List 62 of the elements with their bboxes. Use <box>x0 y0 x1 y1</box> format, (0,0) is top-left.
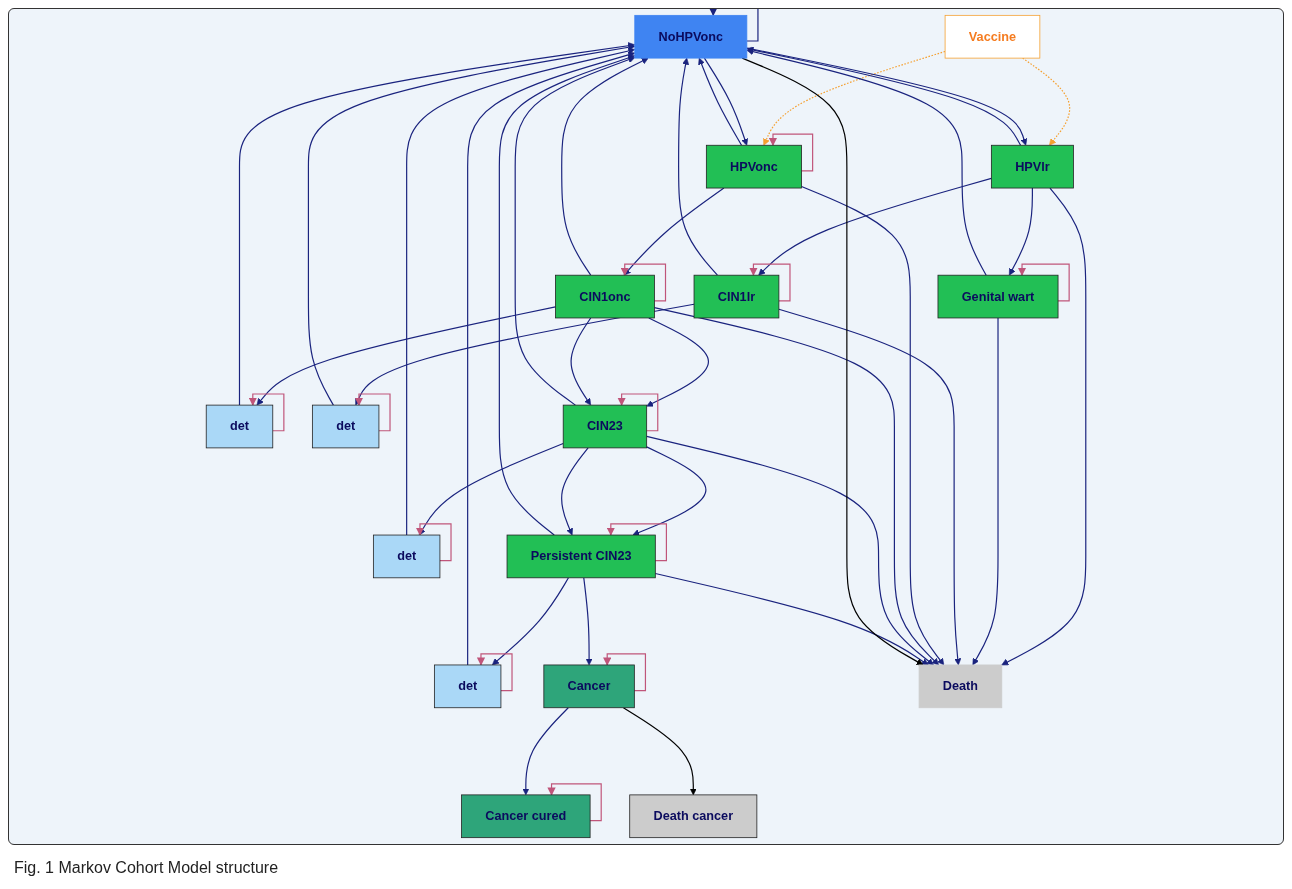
arrow <box>238 42 636 406</box>
arrow <box>746 48 987 276</box>
node-box: Death <box>918 664 1003 709</box>
node-box: NoHPVonc <box>634 14 748 59</box>
self-loop-arrow <box>620 263 667 302</box>
node-box: Genital wart <box>937 274 1059 319</box>
arrow <box>654 572 929 666</box>
node-box: CIN23 <box>562 404 648 449</box>
arrow <box>778 308 962 666</box>
node-box: HPVonc <box>705 144 802 189</box>
arrow <box>467 51 636 666</box>
node-box: HPVlr <box>990 144 1074 189</box>
arrow <box>800 185 945 666</box>
node-box: det <box>205 404 274 449</box>
self-loop-arrow <box>617 393 659 432</box>
arrow <box>646 435 934 666</box>
arrow <box>522 707 569 796</box>
arrow <box>561 447 589 536</box>
self-loop-arrow <box>749 263 791 302</box>
self-loop-arrow <box>603 653 647 692</box>
arrow <box>583 577 593 666</box>
node-box: det <box>312 404 380 449</box>
arrow <box>653 307 939 666</box>
self-loop-arrow <box>709 9 759 42</box>
arrow <box>307 43 636 406</box>
node-box: CIN1onc <box>555 274 655 319</box>
node-box: det <box>434 664 502 709</box>
arrow <box>561 57 649 276</box>
arrow <box>492 577 570 666</box>
arrow <box>406 47 636 536</box>
node-box: Cancer cured <box>461 794 591 839</box>
self-loop-arrow <box>354 393 391 432</box>
self-loop-arrow <box>415 523 452 562</box>
arrow <box>498 54 636 536</box>
arrow <box>763 50 946 146</box>
self-loop-arrow <box>476 653 513 692</box>
figure-caption: Fig. 1 Markov Cohort Model structure <box>14 859 279 877</box>
node-box: det <box>373 534 441 579</box>
arrow <box>570 317 592 406</box>
arrow <box>623 187 725 276</box>
arrow <box>1022 57 1071 146</box>
self-loop-arrow <box>606 523 667 562</box>
arrow <box>678 57 718 276</box>
arrow <box>698 57 743 146</box>
arrow <box>632 446 707 536</box>
node-box: Persistent CIN23 <box>506 534 656 579</box>
arrow <box>1009 187 1033 276</box>
arrow <box>256 306 557 406</box>
self-loop-arrow <box>768 133 814 172</box>
arrow <box>646 317 710 407</box>
self-loop-arrow <box>1017 263 1070 302</box>
self-loop-arrow <box>547 783 602 822</box>
self-loop-arrow <box>248 393 285 432</box>
node-box: Death cancer <box>629 794 758 839</box>
arrow <box>758 177 992 276</box>
node-box: Cancer <box>543 664 635 709</box>
node-box: CIN1lr <box>693 274 780 319</box>
arrow <box>703 57 749 146</box>
arrow <box>1001 187 1087 666</box>
arrow <box>622 707 697 796</box>
node-box: Vaccine <box>944 14 1041 59</box>
arrow <box>972 317 999 666</box>
